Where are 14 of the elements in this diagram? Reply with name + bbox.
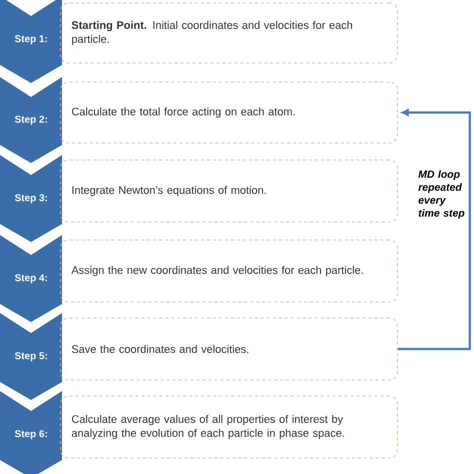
step-box: Save the coordinates and velocities. [60, 318, 398, 380]
step-tab: Step 4: [0, 235, 62, 322]
step-box: Calculate the total force acting on each atom. [60, 82, 398, 144]
step-box: Integrate Newton’s equations of motion. [60, 160, 398, 222]
step-tab: Step 6: [0, 391, 62, 474]
step-tab: Step 5: [0, 313, 62, 400]
step-box: Calculate average values of all properties of interest by analyzing the evolution of each particle in phase space. [60, 396, 398, 458]
step-box: Assign the new coordinates and velocities for each particle. [60, 240, 398, 302]
loop-arrow [398, 108, 471, 350]
step-tab: Step 2: [0, 77, 62, 163]
step-tab: Step 1: [0, 0, 62, 83]
step-box: Starting Point. Initial coordinates and velocities for each particle. [60, 2, 398, 64]
edge-label: MD loop repeated every time step [418, 170, 464, 219]
step-tab: Step 3: [0, 155, 62, 242]
